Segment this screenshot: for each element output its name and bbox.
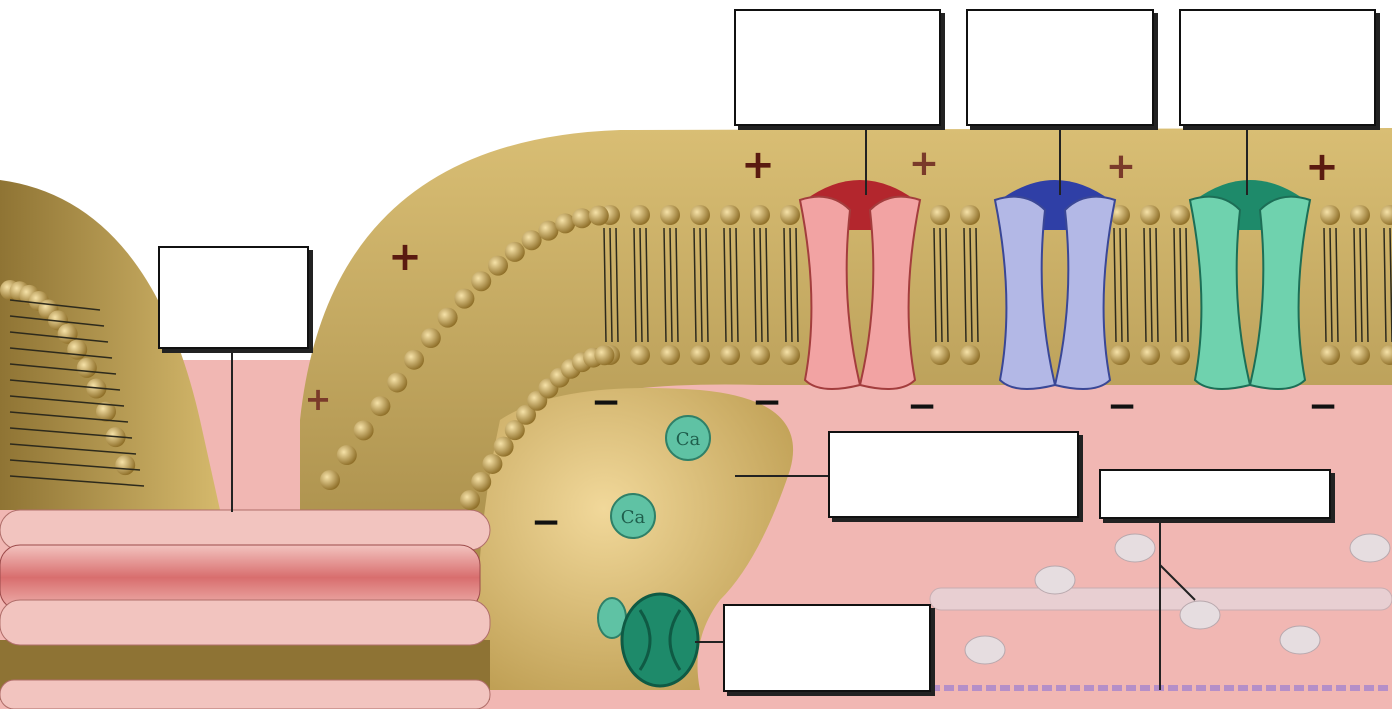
lipid-head (115, 455, 135, 475)
lipid-head (589, 206, 609, 226)
lipid-head (594, 345, 614, 365)
svg-text:+: + (1106, 146, 1136, 187)
label-box-sarcomere (158, 246, 309, 349)
svg-text:−: − (1107, 386, 1137, 427)
lipid-head (337, 445, 357, 465)
svg-text:+: + (388, 234, 422, 280)
lipid-head (750, 345, 770, 365)
lipid-head (690, 345, 710, 365)
lipid-head (1140, 205, 1160, 225)
lipid-head (522, 230, 542, 250)
svg-text:−: − (907, 386, 937, 427)
lipid-head (488, 256, 508, 276)
lipid-head (630, 205, 650, 225)
svg-text:+: + (909, 143, 939, 184)
svg-text:−: − (752, 382, 782, 423)
label-box-ca-channel (966, 9, 1154, 126)
lipid-head (1110, 345, 1130, 365)
lipid-head (460, 490, 480, 510)
lipid-head (930, 345, 950, 365)
label-box-k-channel (1179, 9, 1376, 126)
lipid-head (454, 289, 474, 309)
label-box-thin-filament (1099, 469, 1331, 519)
lipid-head (471, 472, 491, 492)
lipid-head (1350, 205, 1370, 225)
lipid-head (482, 454, 502, 474)
lipid-head (438, 308, 458, 328)
lipid-head (404, 350, 424, 370)
lipid-head (630, 345, 650, 365)
label-box-sarcoplasmic-reticulum (828, 431, 1079, 518)
lipid-head (505, 242, 525, 262)
lipid-head (690, 205, 710, 225)
lipid-head (1170, 345, 1190, 365)
lipid-head (421, 328, 441, 348)
ca-ion-1: Ca (676, 429, 701, 450)
svg-text:−: − (1308, 386, 1338, 427)
label-box-na-channel (734, 9, 941, 126)
lipid-head (720, 345, 740, 365)
lipid-head (960, 205, 980, 225)
lipid-head (387, 372, 407, 392)
lipid-head (67, 340, 87, 360)
lipid-head (572, 208, 592, 228)
lipid-head (494, 437, 514, 457)
lipid-head (1170, 205, 1190, 225)
label-box-calcium-pump (723, 604, 931, 692)
lipid-head (660, 205, 680, 225)
svg-text:+: + (305, 380, 332, 418)
ca-ion-2: Ca (621, 507, 646, 528)
lipid-head (750, 205, 770, 225)
lipid-head (320, 470, 340, 490)
lipid-head (780, 345, 800, 365)
lipid-head (1140, 345, 1160, 365)
lipid-head (780, 205, 800, 225)
lipid-head (1350, 345, 1370, 365)
lipid-head (1320, 205, 1340, 225)
lipid-head (77, 358, 97, 378)
lipid-head (960, 345, 980, 365)
lipid-head (930, 205, 950, 225)
svg-text:+: + (741, 142, 775, 188)
lipid-head (720, 205, 740, 225)
lipid-head (1320, 345, 1340, 365)
svg-text:+: + (1305, 144, 1339, 190)
svg-text:−: − (531, 502, 561, 543)
lipid-head (354, 420, 374, 440)
lipid-head (471, 271, 491, 291)
lipid-head (370, 396, 390, 416)
svg-text:−: − (591, 382, 621, 423)
lipid-head (660, 345, 680, 365)
